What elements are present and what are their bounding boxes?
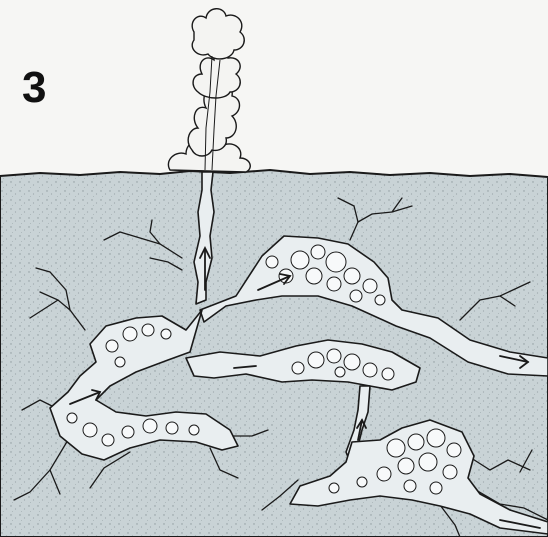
panel-number: 3 [22, 66, 46, 110]
smoke-plume-icon [168, 9, 250, 172]
